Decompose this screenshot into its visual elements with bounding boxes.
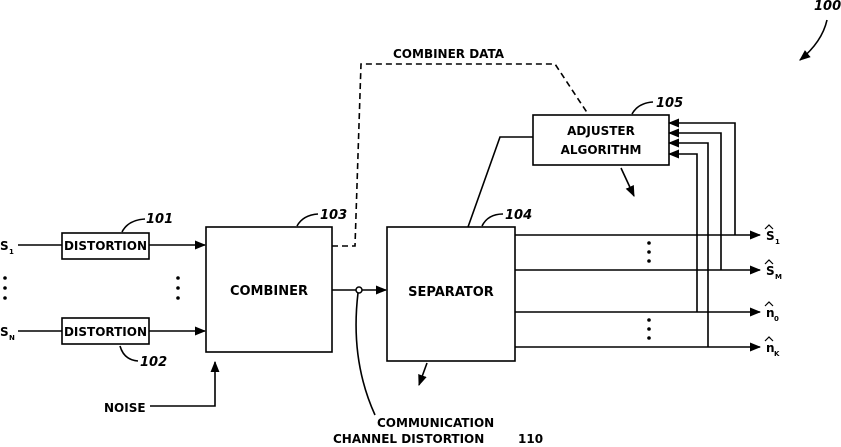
output-sm-hat: S M — [765, 260, 782, 281]
ref-101: 101 — [146, 212, 173, 227]
figure-number: 100 — [814, 0, 841, 14]
ref-104-leader — [482, 214, 503, 226]
vertical-ellipsis-outputs-top — [647, 241, 651, 263]
svg-text:1: 1 — [775, 238, 780, 246]
combiner-label: COMBINER — [230, 284, 308, 299]
adjuster-label-line2: ALGORITHM — [561, 143, 642, 157]
svg-text:S: S — [766, 229, 775, 243]
ref-102: 102 — [140, 355, 167, 370]
figure-number-arrow — [800, 20, 827, 60]
adjuster-block — [533, 115, 669, 165]
svg-text:S: S — [0, 239, 9, 253]
ref-105-leader — [632, 102, 653, 114]
input-sn: S N — [0, 325, 15, 342]
ref-103: 103 — [320, 208, 347, 223]
noise-label: NOISE — [104, 401, 146, 415]
svg-text:1: 1 — [9, 248, 14, 256]
feedback-line-s1 — [669, 123, 735, 235]
output-nk-hat: n K — [765, 337, 780, 358]
adjuster-label-line1: ADJUSTER — [567, 124, 635, 138]
svg-text:S: S — [766, 264, 775, 278]
input-s1: S 1 — [0, 239, 14, 256]
feedback-line-nk — [669, 143, 708, 347]
ref-101-leader — [122, 219, 145, 232]
svg-text:M: M — [775, 273, 782, 281]
ref-102-leader — [120, 346, 138, 361]
ref-103-leader — [297, 214, 318, 226]
separator-down-arrow — [419, 363, 427, 385]
ref-105: 105 — [656, 96, 683, 111]
channel-node — [356, 287, 362, 293]
vertical-ellipsis-inputs — [3, 276, 7, 300]
combiner-data-label: COMBINER DATA — [393, 47, 505, 61]
output-s1-hat: S 1 — [765, 225, 780, 246]
ref-104: 104 — [505, 208, 532, 223]
channel-label-line1: COMMUNICATION — [377, 416, 494, 430]
vertical-ellipsis-outputs-bottom — [647, 318, 651, 340]
channel-ref-110: 110 — [518, 432, 543, 446]
vertical-ellipsis-middle — [176, 276, 180, 300]
output-n0-hat: n 0 — [765, 302, 779, 323]
svg-text:S: S — [0, 325, 9, 339]
adjuster-down-arrow — [621, 168, 634, 196]
svg-text:K: K — [774, 350, 780, 358]
channel-distortion-leader — [356, 293, 375, 415]
separator-label: SEPARATOR — [408, 285, 494, 300]
distortion-2-label: DISTORTION — [64, 325, 147, 339]
feedback-line-n0 — [669, 154, 697, 312]
svg-text:0: 0 — [774, 315, 779, 323]
svg-text:N: N — [9, 334, 15, 342]
distortion-1-label: DISTORTION — [64, 239, 147, 253]
channel-label-line2: CHANNEL DISTORTION — [333, 432, 484, 446]
